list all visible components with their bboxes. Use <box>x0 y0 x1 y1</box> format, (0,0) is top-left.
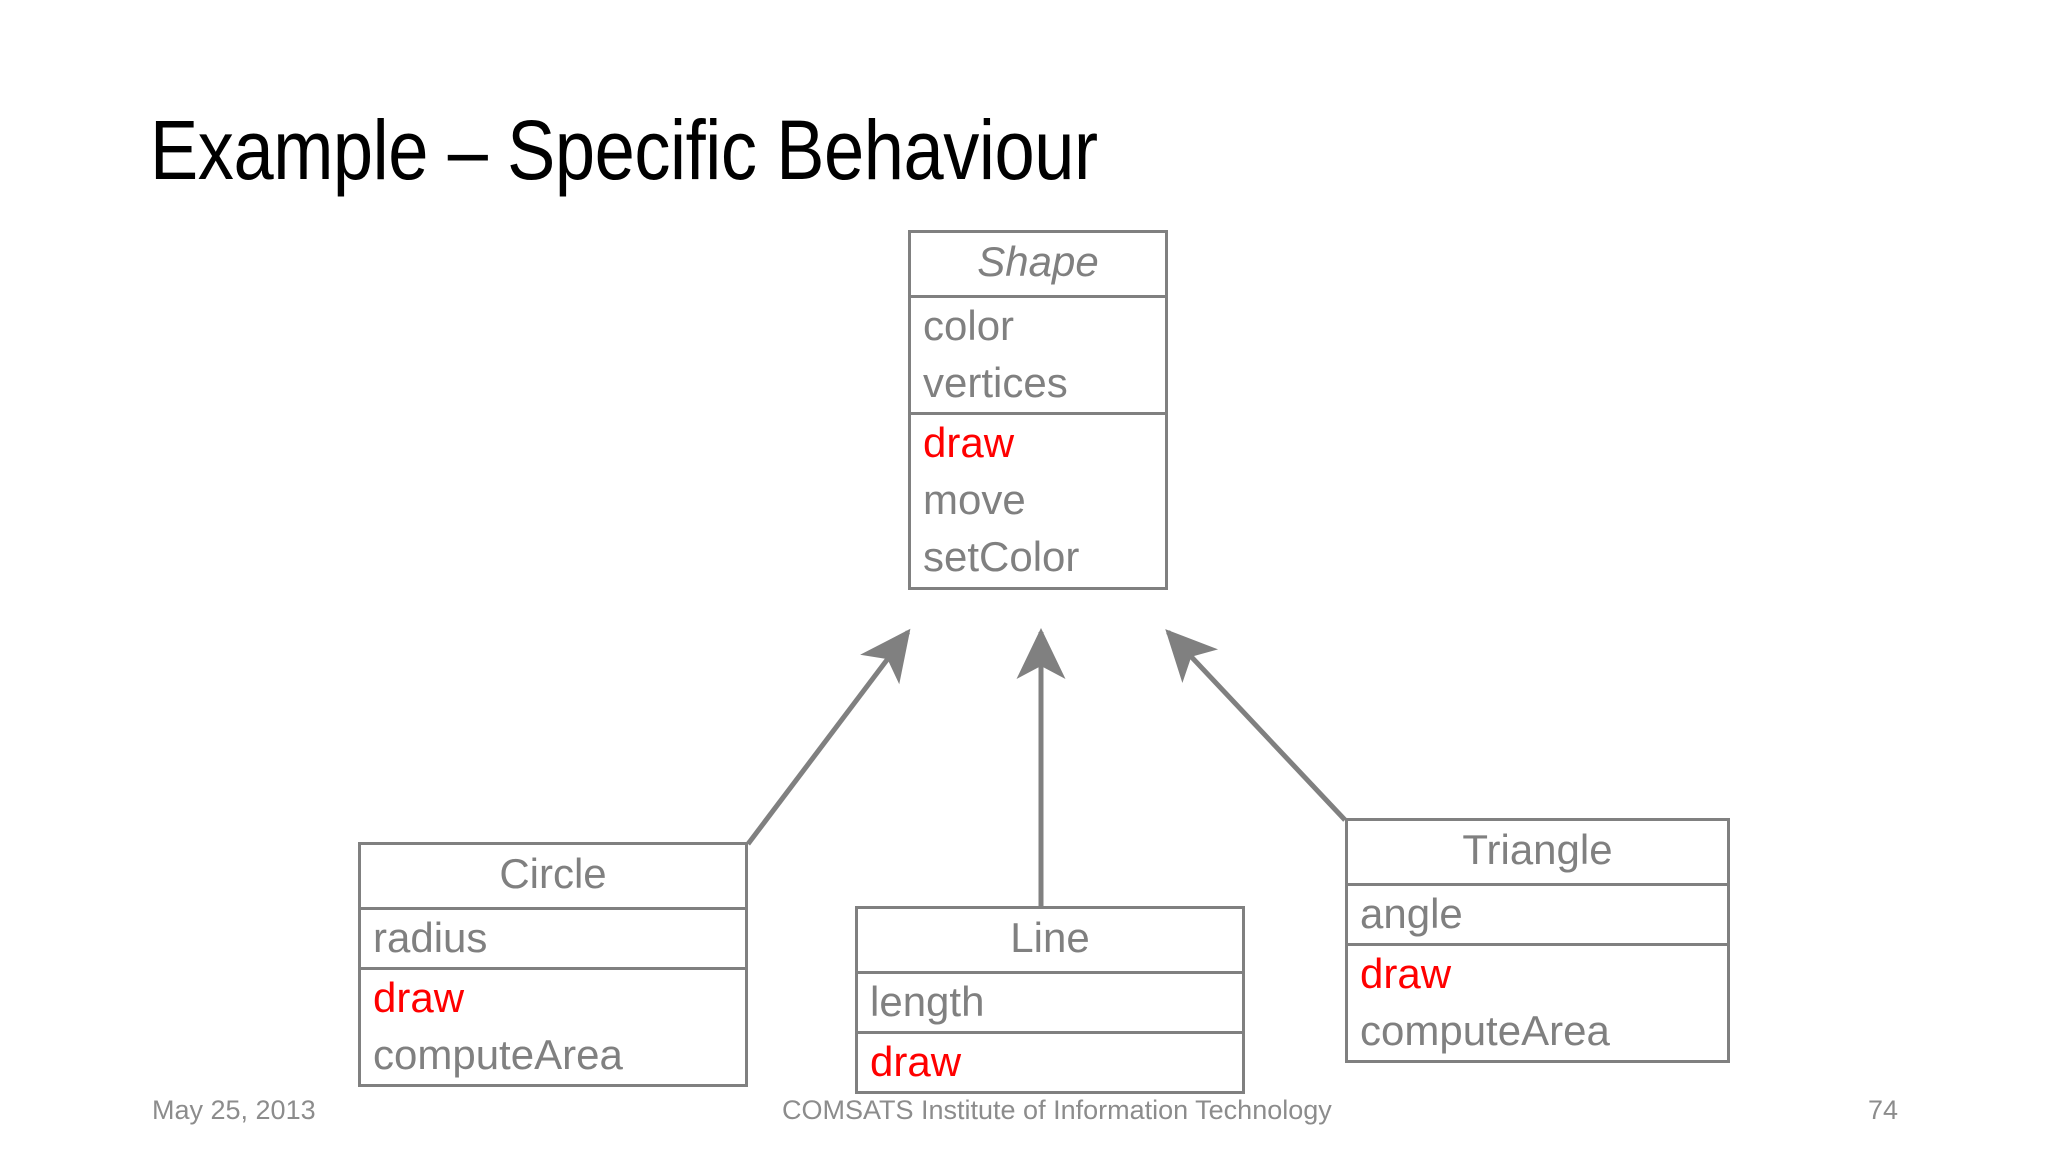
class-name-compartment: Shape <box>911 233 1165 298</box>
footer-date: May 25, 2013 <box>152 1095 316 1125</box>
attribute-shape-vertices: vertices <box>923 358 1068 406</box>
class-name-compartment: Line <box>858 909 1242 974</box>
operation-shape-setcolor: setColor <box>923 533 1080 581</box>
uml-class-circle[interactable]: Circle radius draw computeArea <box>358 842 748 1088</box>
class-name-compartment: Circle <box>361 845 745 910</box>
footer-organization: COMSATS Institute of Information Technol… <box>782 1095 1332 1125</box>
operations-compartment: draw computeArea <box>361 970 745 1084</box>
class-name-circle: Circle <box>499 850 607 897</box>
attributes-compartment: angle <box>1348 886 1727 946</box>
generalization-circle-to-shape <box>746 628 911 846</box>
attributes-compartment: color vertices <box>911 298 1165 416</box>
attribute-line-length: length <box>870 977 985 1025</box>
uml-class-shape[interactable]: Shape color vertices draw move setColor <box>908 230 1168 590</box>
attributes-compartment: length <box>858 974 1242 1034</box>
attribute-circle-radius: radius <box>373 913 488 961</box>
operation-circle-computearea: computeArea <box>373 1031 623 1079</box>
operation-triangle-draw: draw <box>1360 949 1452 997</box>
operations-compartment: draw move setColor <box>911 415 1165 587</box>
class-name-line: Line <box>1010 914 1090 961</box>
operation-circle-draw: draw <box>373 973 465 1021</box>
attributes-compartment: radius <box>361 910 745 970</box>
footer-page-number: 74 <box>1868 1095 1899 1125</box>
class-name-triangle: Triangle <box>1462 826 1613 873</box>
class-name-shape: Shape <box>977 238 1099 285</box>
operation-line-draw: draw <box>870 1037 962 1085</box>
attribute-triangle-angle: angle <box>1360 889 1463 937</box>
generalization-triangle-to-shape <box>1165 629 1347 822</box>
page-title: Example – Specific Behaviour <box>150 103 1098 197</box>
operations-compartment: draw <box>858 1034 1242 1091</box>
class-name-compartment: Triangle <box>1348 821 1727 886</box>
attribute-shape-color: color <box>923 301 1015 349</box>
uml-class-triangle[interactable]: Triangle angle draw computeArea <box>1345 818 1730 1064</box>
operations-compartment: draw computeArea <box>1348 946 1727 1060</box>
operation-shape-draw: draw <box>923 419 1015 467</box>
uml-class-line[interactable]: Line length draw <box>855 906 1245 1095</box>
operation-triangle-computearea: computeArea <box>1360 1007 1610 1055</box>
operation-shape-move: move <box>923 476 1026 524</box>
